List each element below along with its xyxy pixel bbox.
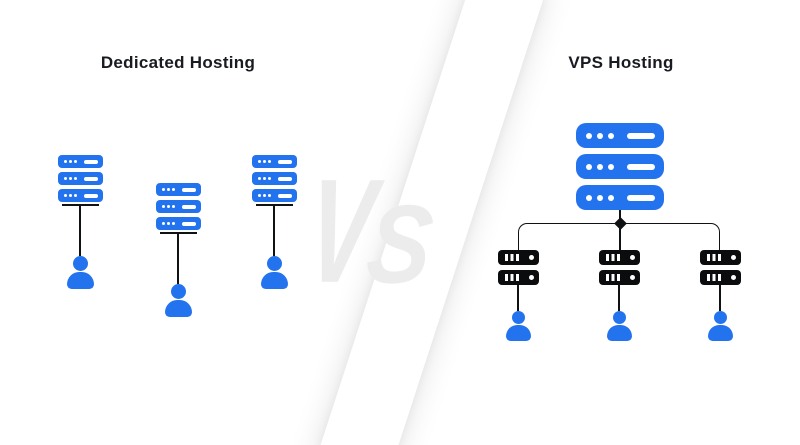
server-bar [497, 270, 539, 285]
server-bar [497, 250, 539, 265]
user-head [713, 311, 727, 324]
user-icon [164, 284, 192, 317]
user-torso [606, 325, 632, 341]
server-bar [251, 172, 297, 185]
user-torso [260, 272, 288, 289]
vps-group [699, 250, 741, 341]
server-bar [598, 250, 640, 265]
dedicated-server-icon [57, 155, 103, 202]
user-torso [707, 325, 733, 341]
server-bar [598, 270, 640, 285]
server-bar [57, 155, 103, 168]
server-bar [155, 217, 201, 230]
server-bar [155, 183, 201, 196]
connector-line [619, 210, 621, 251]
user-head [511, 311, 525, 324]
user-icon [505, 311, 531, 341]
connector-line [618, 285, 620, 311]
dedicated-group [251, 155, 297, 289]
user-head [266, 256, 282, 271]
server-bar [576, 123, 664, 148]
server-bar [251, 155, 297, 168]
server-bar [576, 185, 664, 210]
server-bar [576, 154, 664, 179]
server-base-line [255, 204, 293, 206]
user-icon [606, 311, 632, 341]
user-torso [66, 272, 94, 289]
vps-instance-server-icon [598, 250, 640, 285]
server-bar [699, 250, 741, 265]
vps-instance-server-icon [699, 250, 741, 285]
connector-line [273, 206, 275, 256]
server-base-line [159, 232, 197, 234]
server-bar [699, 270, 741, 285]
user-head [72, 256, 88, 271]
vps-hosting-title: VPS Hosting [568, 53, 674, 72]
server-bar [251, 189, 297, 202]
dedicated-group [57, 155, 103, 289]
connector-line [177, 234, 179, 284]
user-icon [66, 256, 94, 289]
server-base-line [61, 204, 99, 206]
user-icon [260, 256, 288, 289]
vs-watermark-letter-s: S [361, 182, 439, 307]
user-torso [505, 325, 531, 341]
dedicated-server-icon [251, 155, 297, 202]
user-head [170, 284, 186, 299]
vps-group [598, 250, 640, 341]
dedicated-group [155, 183, 201, 317]
dedicated-hosting-title: Dedicated Hosting [100, 53, 256, 72]
user-icon [707, 311, 733, 341]
vps-instance-server-icon [497, 250, 539, 285]
user-head [612, 311, 626, 324]
server-bar [57, 189, 103, 202]
vps-group [497, 250, 539, 341]
server-bar [57, 172, 103, 185]
server-bar [155, 200, 201, 213]
dedicated-server-icon [155, 183, 201, 230]
user-torso [164, 300, 192, 317]
connector-line [79, 206, 81, 256]
connector-line [719, 285, 721, 311]
physical-host-server-icon [576, 123, 664, 210]
connector-line [517, 285, 519, 311]
